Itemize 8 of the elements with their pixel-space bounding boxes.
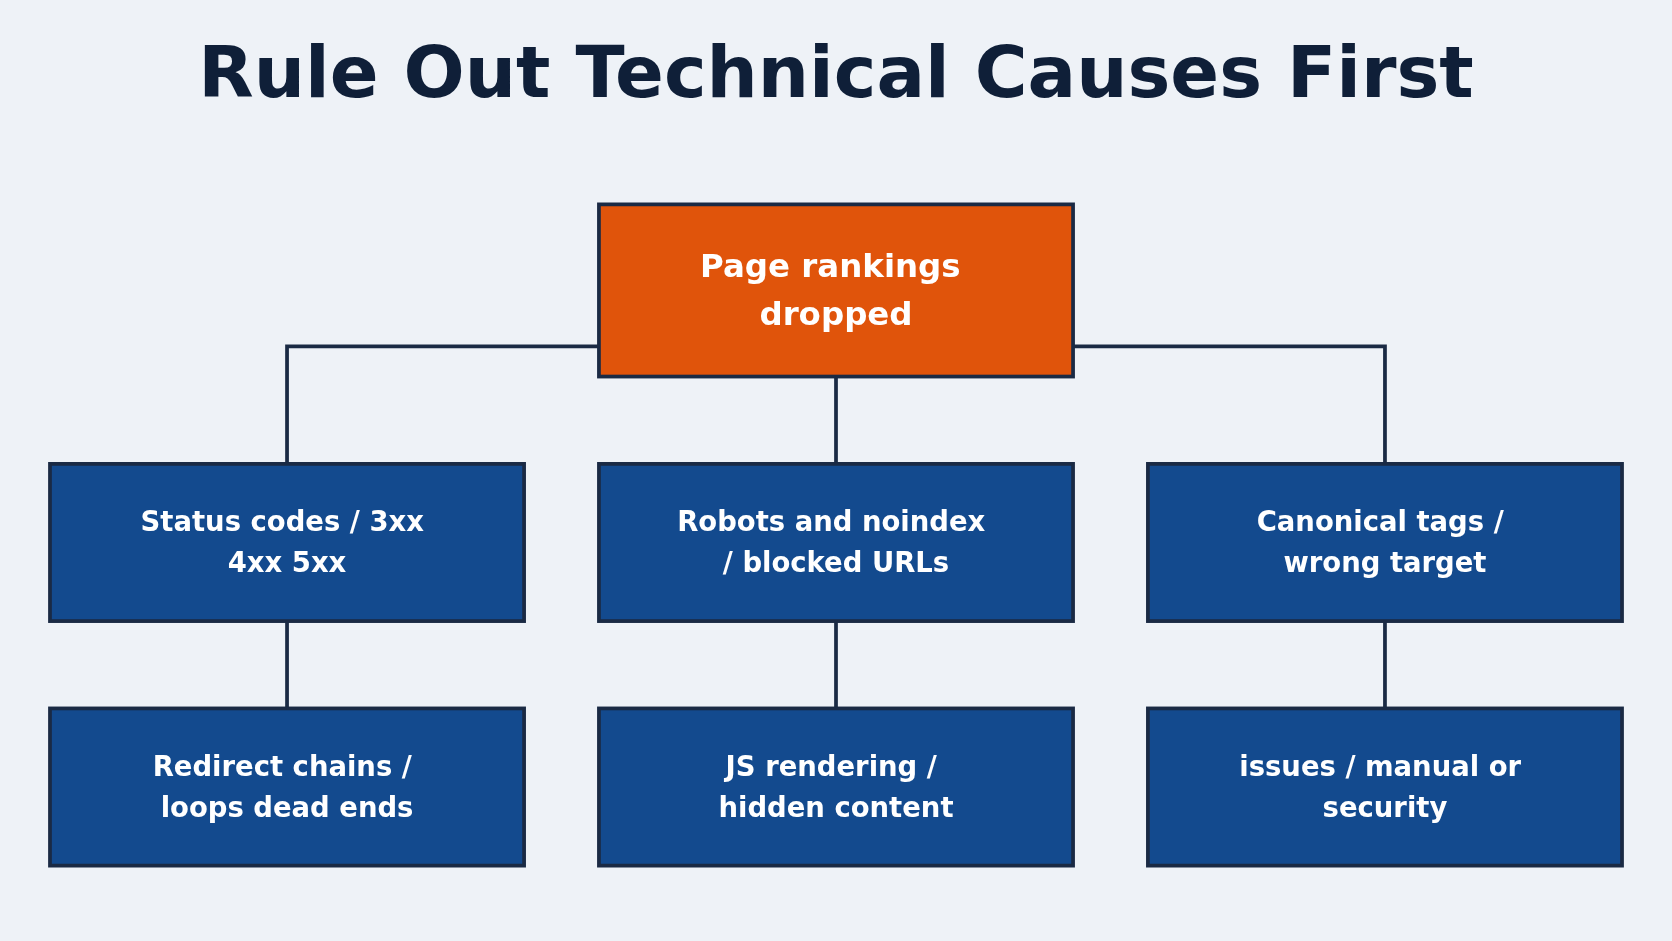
node-box: JS rendering / hidden content [597,706,1075,868]
node-box: Redirect chains / loops dead ends [48,706,526,868]
node-box: issues / manual or security [1146,706,1624,868]
node-box: Canonical tags / wrong target [1146,462,1624,623]
node-box: Page rankings dropped [597,202,1075,379]
node-box: Robots and noindex / blocked URLs [597,462,1075,623]
node-box: Status codes / 3xx 4xx 5xx [48,462,526,623]
diagram-title: Rule Out Technical Causes First [197,29,1475,116]
